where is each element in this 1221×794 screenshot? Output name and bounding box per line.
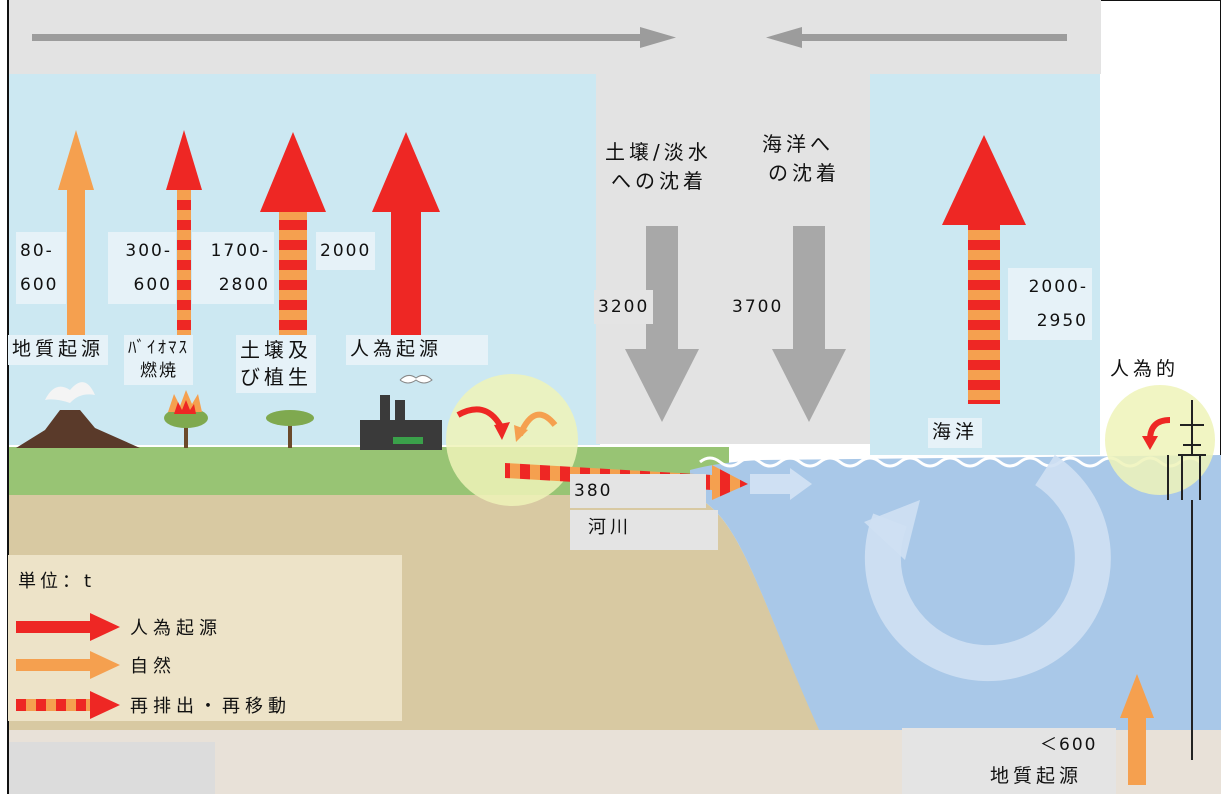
bedrock-label-bg bbox=[9, 742, 215, 794]
geological-value-line1: 80- bbox=[20, 241, 54, 261]
legend-item-anthropogenic: 人為起源 bbox=[16, 613, 222, 641]
soil-freshwater-deposition-value: 3200 bbox=[594, 290, 654, 324]
river-natural-arrow bbox=[514, 411, 558, 442]
legend-anthropogenic-arrow bbox=[16, 613, 120, 641]
burning-tree-icon bbox=[164, 390, 208, 448]
biomass-label-line1: ﾊﾞｲｵﾏｽ bbox=[128, 338, 189, 358]
soil-vegetation-value-line2: 2800 bbox=[218, 275, 270, 295]
seabed-label-bg bbox=[902, 728, 1116, 794]
anthropogenic-emission-arrow bbox=[372, 132, 440, 335]
ocean-anthropogenic-arrow bbox=[1142, 417, 1171, 450]
soil-vegetation-value-line1: 1700- bbox=[210, 241, 270, 261]
ocean-emission-value: 2000- 2950 bbox=[1008, 268, 1092, 340]
deposition-arrow-ocean bbox=[772, 226, 846, 422]
geological-value: 80- 600 bbox=[16, 232, 66, 304]
biomass-label-line2: 燃焼 bbox=[140, 360, 178, 381]
anthropogenic-value: 2000 bbox=[316, 232, 376, 270]
biomass-burning-emission-arrow bbox=[166, 130, 202, 336]
geological-label: 地質起源 bbox=[8, 335, 109, 365]
biomass-label: ﾊﾞｲｵﾏｽ 燃焼 bbox=[124, 335, 193, 385]
river-to-sea-arrow bbox=[750, 468, 812, 500]
biomass-value-line2: 600 bbox=[133, 275, 172, 295]
biomass-value-line1: 300- bbox=[125, 241, 172, 261]
legend-reemission-arrow bbox=[16, 691, 120, 719]
soil-freshwater-deposition-line2: への沈着 bbox=[611, 169, 707, 193]
river-label: 河川 bbox=[570, 510, 718, 551]
soil-freshwater-deposition-label: 土壌/淡水 への沈着 bbox=[605, 138, 712, 196]
ocean-emission-label: 海洋 bbox=[928, 418, 983, 448]
soil-freshwater-deposition-line1: 土壌/淡水 bbox=[605, 140, 712, 164]
ocean-deposition-line2: の沈着 bbox=[768, 161, 840, 185]
ocean-circulation-arrowhead bbox=[864, 500, 920, 560]
ocean-deposition-value: 3700 bbox=[732, 297, 784, 317]
seabed-value: ＜600 bbox=[1040, 735, 1098, 755]
ocean-anthropogenic-highlight bbox=[1105, 385, 1215, 495]
ocean-emission-value-line1: 2000- bbox=[1028, 277, 1088, 297]
ocean-deposition-label: 海洋へ の沈着 bbox=[762, 130, 840, 188]
river-anthropogenic-arrow bbox=[456, 406, 510, 440]
soil-vegetation-label-line2: び植生 bbox=[240, 365, 312, 389]
legend-item-natural: 自然 bbox=[16, 651, 176, 679]
soil-vegetation-emission-arrow bbox=[260, 132, 326, 335]
ocean-deposition-line1: 海洋へ bbox=[762, 132, 834, 156]
seabed-geological-arrow bbox=[1120, 674, 1154, 785]
soil-vegetation-value: 1700- 2800 bbox=[192, 232, 274, 304]
ocean-anthropogenic-label: 人為的 bbox=[1110, 358, 1180, 380]
soil-vegetation-label: 土壌及 び植生 bbox=[236, 335, 316, 393]
atmospheric-transport-arrow-right bbox=[32, 27, 676, 48]
ocean-circulation-icon bbox=[864, 454, 1111, 682]
geological-value-line2: 600 bbox=[20, 275, 59, 295]
legend-item-reemission: 再排出・再移動 bbox=[16, 691, 291, 719]
geological-emission-arrow bbox=[58, 130, 94, 336]
legend-panel bbox=[8, 555, 402, 721]
factory-icon bbox=[360, 374, 442, 450]
legend-reemission-label: 再排出・再移動 bbox=[130, 696, 291, 717]
legend-unit: 単位：t bbox=[18, 571, 96, 592]
ocean-emission-arrow bbox=[942, 135, 1026, 404]
deposition-arrow-soil-freshwater bbox=[625, 226, 699, 422]
river-value: 380 bbox=[570, 474, 706, 508]
legend-natural-arrow bbox=[16, 651, 120, 679]
ocean-emission-value-line2: 2950 bbox=[1036, 311, 1088, 331]
soil-vegetation-label-line1: 土壌及 bbox=[240, 338, 312, 362]
seabed-label: 地質起源 bbox=[990, 765, 1083, 787]
legend-anthropogenic-label: 人為起源 bbox=[130, 618, 222, 639]
legend-natural-label: 自然 bbox=[130, 656, 176, 677]
anthropogenic-label: 人為起源 bbox=[346, 335, 488, 365]
volcano-icon bbox=[16, 382, 140, 448]
oil-platform-icon bbox=[1167, 400, 1206, 760]
tree-icon bbox=[266, 410, 314, 448]
atmospheric-transport-arrow-left bbox=[766, 27, 1067, 48]
biomass-value: 300- 600 bbox=[108, 232, 176, 304]
